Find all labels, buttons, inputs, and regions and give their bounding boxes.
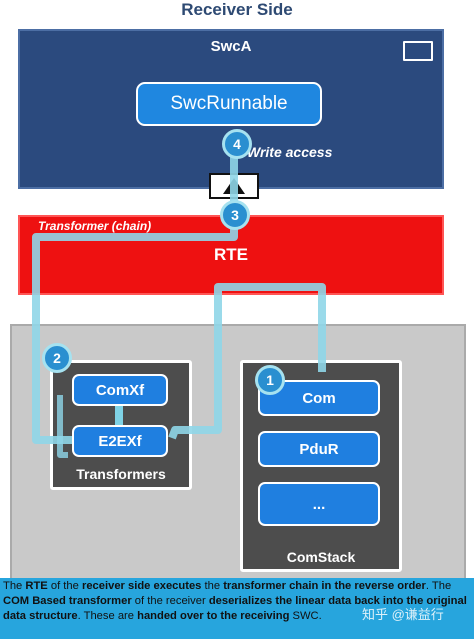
caption-text: The RTE of the receiver side executes th… <box>0 578 474 639</box>
window-icon <box>403 41 433 61</box>
comxf-box: ComXf <box>72 374 168 406</box>
comxf-e2exf-connector <box>115 406 123 425</box>
step-3-badge: 3 <box>220 200 250 230</box>
port-triangle-icon <box>223 178 245 194</box>
transformer-chain-label: Transformer (chain) <box>38 219 152 233</box>
more-modules-box: ... <box>258 482 380 526</box>
step-4-badge: 4 <box>222 129 252 159</box>
step-1-badge: 1 <box>255 365 285 395</box>
step-2-badge: 2 <box>42 343 72 373</box>
swc-runnable-box: SwcRunnable <box>136 82 322 126</box>
watermark: 知乎 @谦益行 <box>362 607 444 622</box>
transformers-label: Transformers <box>76 466 166 482</box>
rte-label: RTE <box>214 245 248 264</box>
e2exf-box: E2EXf <box>72 425 168 457</box>
write-access-label: Write access <box>247 144 333 160</box>
pdur-box: PduR <box>258 431 380 467</box>
comstack-label: ComStack <box>286 549 356 565</box>
swc-label: SwcA <box>210 38 252 55</box>
diagram-title: Receiver Side <box>181 0 293 19</box>
receiver-port <box>209 173 259 199</box>
